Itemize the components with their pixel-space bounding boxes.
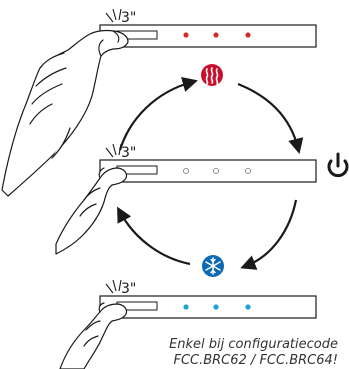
press-indicator-icon (105, 279, 122, 294)
heating-icon (201, 64, 223, 86)
led-indicator (245, 32, 251, 38)
press-indicator-icon (105, 8, 122, 23)
led-indicator (183, 304, 189, 310)
hand-illustration (59, 302, 128, 369)
arrow-cooling-to-off (117, 206, 191, 266)
panel-body (99, 24, 317, 48)
hand-illustration (55, 167, 128, 255)
cycle-arrows (117, 77, 304, 270)
led-indicator (183, 32, 189, 38)
controller-panel-off: 3" (99, 143, 317, 183)
power-icon (327, 152, 349, 178)
hand-illustration (1, 29, 129, 197)
led-indicator (212, 167, 220, 175)
controller-panel-cooling: 3" (99, 279, 317, 319)
press-duration-label: 3" (121, 281, 136, 297)
press-duration-label: 3" (121, 145, 136, 161)
led-indicator (213, 304, 219, 310)
arrow-heating-to-off (237, 82, 304, 154)
press-indicator-icon (105, 143, 122, 158)
led-indicator (213, 32, 219, 38)
led-indicator (244, 167, 252, 175)
arrow-off-to-cooling (240, 199, 298, 270)
led-indicator (182, 167, 190, 175)
press-duration-label: 3" (121, 10, 136, 26)
configuration-note-line-1: Enkel bij configuratiecode (169, 337, 338, 352)
panel-body (99, 159, 317, 183)
panel-body (99, 295, 317, 319)
snowflake-icon (202, 255, 224, 277)
controller-panel-heating: 3" (99, 8, 317, 48)
arrow-off-to-heating (118, 77, 198, 151)
led-indicator (245, 304, 251, 310)
configuration-note-line-2: FCC.BRC62 / FCC.BRC64! (173, 353, 338, 368)
